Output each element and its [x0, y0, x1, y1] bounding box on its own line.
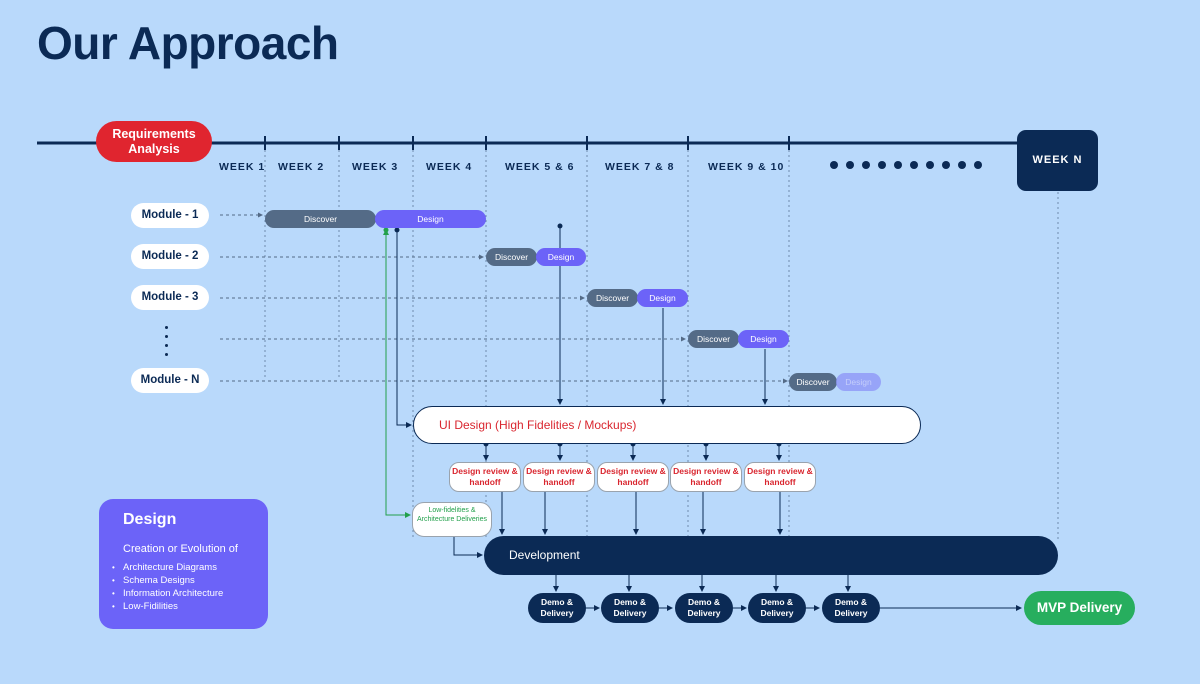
low-fidelity-box: Low-fidelities & Architecture Deliveries [412, 502, 492, 537]
week-label: WEEK 2 [278, 161, 325, 173]
ui-design-bar: UI Design (High Fidelities / Mockups) [413, 406, 921, 444]
mvp-delivery-badge: MVP Delivery [1024, 591, 1135, 625]
design-legend-card: Design Creation or Evolution of Architec… [99, 499, 268, 629]
module-x-discover: Discover [688, 330, 739, 348]
week-label: WEEK 5 & 6 [505, 161, 575, 173]
module-3-discover: Discover [587, 289, 638, 307]
design-review-box: Design review & handoff [449, 462, 521, 492]
design-review-box: Design review & handoff [597, 462, 669, 492]
module-1-discover: Discover [265, 210, 376, 228]
week-n-badge: WEEK N [1017, 130, 1098, 191]
demo-delivery-pill: Demo & Delivery [748, 593, 806, 623]
legend-item: Low-Fidilities [112, 600, 268, 613]
module-n-design: Design [836, 373, 881, 391]
legend-heading: Design [123, 511, 177, 528]
legend-list: Architecture Diagrams Schema Designs Inf… [112, 561, 268, 613]
legend-item: Architecture Diagrams [112, 561, 268, 574]
week-label: WEEK 4 [426, 161, 473, 173]
requirements-analysis-badge: Requirements Analysis [96, 121, 212, 162]
module-n-label: Module - N [131, 368, 209, 393]
legend-subheading: Creation or Evolution of [123, 543, 238, 555]
module-2-label: Module - 2 [131, 244, 209, 269]
more-modules-ellipsis [165, 326, 169, 356]
module-3-design: Design [637, 289, 688, 307]
timeline-ellipsis [830, 161, 982, 169]
design-review-box: Design review & handoff [523, 462, 595, 492]
page-title: Our Approach [37, 17, 339, 69]
demo-delivery-pill: Demo & Delivery [822, 593, 880, 623]
week-label: WEEK 7 & 8 [605, 161, 675, 173]
design-review-box: Design review & handoff [744, 462, 816, 492]
legend-item: Schema Designs [112, 574, 268, 587]
module-n-discover: Discover [789, 373, 837, 391]
module-3-label: Module - 3 [131, 285, 209, 310]
demo-delivery-pill: Demo & Delivery [675, 593, 733, 623]
demo-delivery-pill: Demo & Delivery [528, 593, 586, 623]
week-label: WEEK 3 [352, 161, 399, 173]
legend-item: Information Architecture [112, 587, 268, 600]
week-label: WEEK 9 & 10 [708, 161, 785, 173]
module-2-design: Design [536, 248, 586, 266]
module-1-design: Design [375, 210, 486, 228]
design-review-box: Design review & handoff [670, 462, 742, 492]
module-x-design: Design [738, 330, 789, 348]
module-1-label: Module - 1 [131, 203, 209, 228]
week-label: WEEK 1 [219, 161, 266, 173]
demo-delivery-pill: Demo & Delivery [601, 593, 659, 623]
module-2-discover: Discover [486, 248, 537, 266]
development-bar: Development [484, 536, 1058, 575]
